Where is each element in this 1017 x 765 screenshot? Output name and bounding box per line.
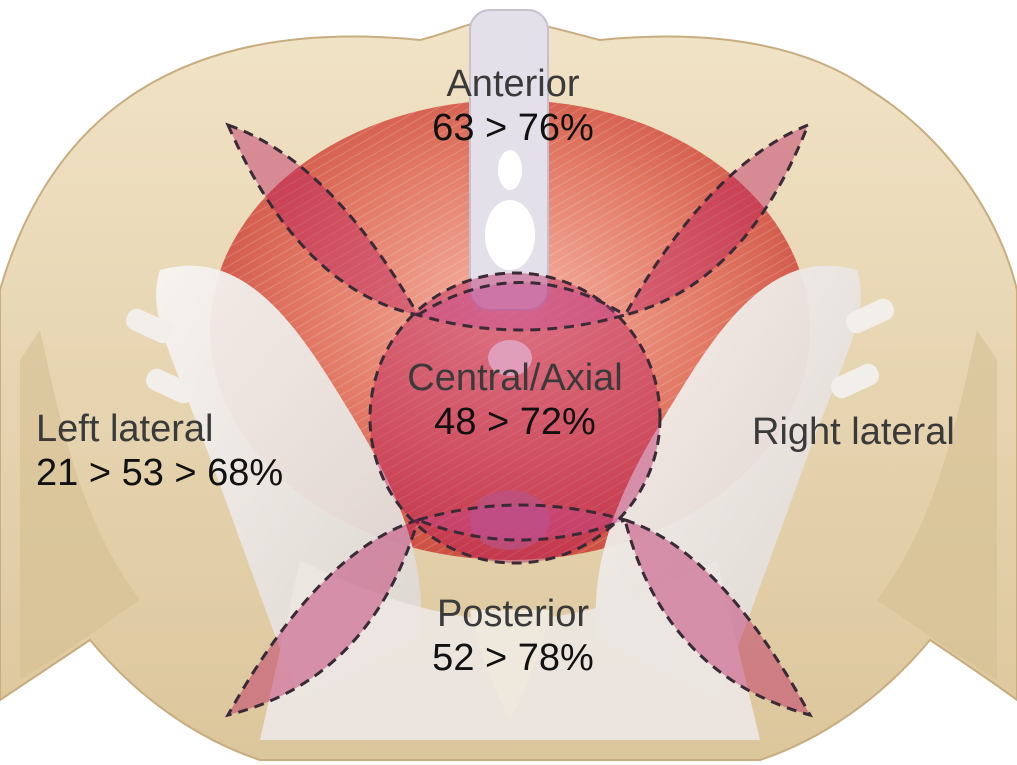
central-axial-value: 48 > 72% [407, 400, 622, 444]
right-lateral-label: Right lateral [752, 410, 955, 454]
left-lateral-value: 21 > 53 > 68% [36, 451, 283, 495]
right-lateral-name: Right lateral [752, 410, 955, 454]
posterior-label: Posterior 52 > 78% [432, 592, 594, 680]
posterior-name: Posterior [432, 592, 594, 636]
central-axial-label: Central/Axial 48 > 72% [407, 356, 622, 444]
anterior-name: Anterior [432, 62, 594, 106]
left-lateral-label: Left lateral 21 > 53 > 68% [36, 407, 283, 495]
anterior-value: 63 > 76% [432, 106, 594, 150]
posterior-value: 52 > 78% [432, 636, 594, 680]
central-axial-name: Central/Axial [407, 356, 622, 400]
anterior-label: Anterior 63 > 76% [432, 62, 594, 150]
left-lateral-name: Left lateral [36, 407, 283, 451]
